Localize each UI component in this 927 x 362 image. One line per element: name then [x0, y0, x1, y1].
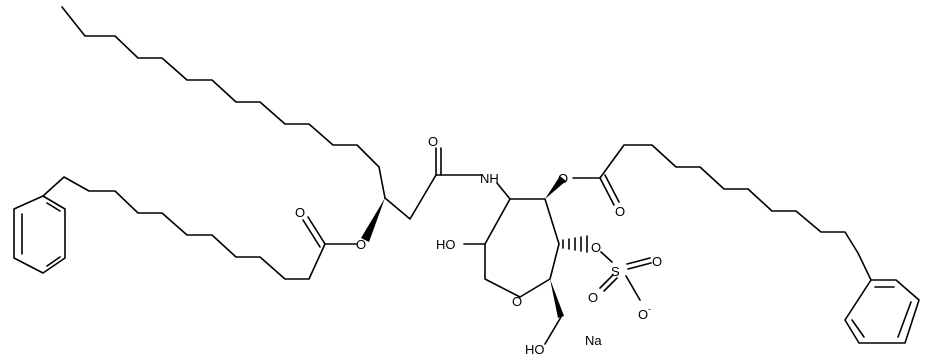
left-phenyl-chain	[42, 176, 326, 280]
left-phenyl-ring	[13, 195, 66, 274]
left-carbonyl-oxygen-label: O	[295, 205, 305, 220]
sugar-ring	[484, 198, 560, 298]
sulfate-link-oxygen-label: O	[591, 240, 601, 255]
hydroxymethyl-label: HO	[525, 342, 545, 357]
ester-co-bond	[307, 216, 326, 245]
alkyl-chain	[61, 6, 386, 199]
right-phenyl-db2	[897, 301, 912, 338]
right-phenyl-db3	[851, 319, 865, 338]
nh-label: NH	[480, 171, 499, 186]
atom-labels: O NH O O O O HO O O S O O O - HO Na	[295, 134, 662, 357]
s-o-top-bond	[626, 257, 651, 265]
nh-c2-bond	[496, 182, 511, 200]
o-s-bond	[600, 251, 613, 263]
sulfate-top-oxygen-label: O	[652, 254, 662, 269]
s-o-bottom-bond	[599, 274, 614, 289]
ch2-oh-bond	[544, 316, 562, 345]
sulfur-label: S	[611, 264, 620, 279]
ester3-co-double	[604, 174, 620, 203]
s-o-minus-bond	[625, 275, 641, 301]
bond-skeleton	[13, 6, 920, 345]
sodium-counter-ion-label: Na	[585, 333, 602, 348]
left-phenyl-db2	[46, 202, 61, 212]
s-o-bottom-double	[603, 277, 618, 292]
wedge-c5-ch2	[550, 279, 564, 318]
wedge-c3-ester	[545, 176, 566, 199]
negative-charge-label: -	[648, 304, 651, 314]
wedge-c3-o	[361, 198, 385, 242]
amide-linker	[384, 174, 482, 220]
ring-oxygen-label: O	[512, 294, 522, 309]
right-phenyl-ring	[844, 279, 920, 344]
amide-oxygen-label: O	[428, 134, 438, 149]
ester3-oxygen-label: O	[558, 171, 568, 186]
left-ester-oxygen-label: O	[356, 237, 366, 252]
ester-co-double	[302, 219, 321, 248]
anomeric-hydroxyl-label: HO	[436, 237, 456, 252]
left-phenyl-db3	[46, 256, 61, 267]
hash-c4-o	[562, 235, 588, 253]
sulfate-anion-oxygen-label: O	[638, 307, 648, 322]
ester3-co-bond	[599, 177, 615, 206]
right-phenyl-chain	[599, 144, 872, 281]
s-o-top-double	[627, 262, 652, 270]
carbonyl3-oxygen-label: O	[615, 204, 625, 219]
sulfate-bottom-oxygen-label: O	[588, 290, 598, 305]
